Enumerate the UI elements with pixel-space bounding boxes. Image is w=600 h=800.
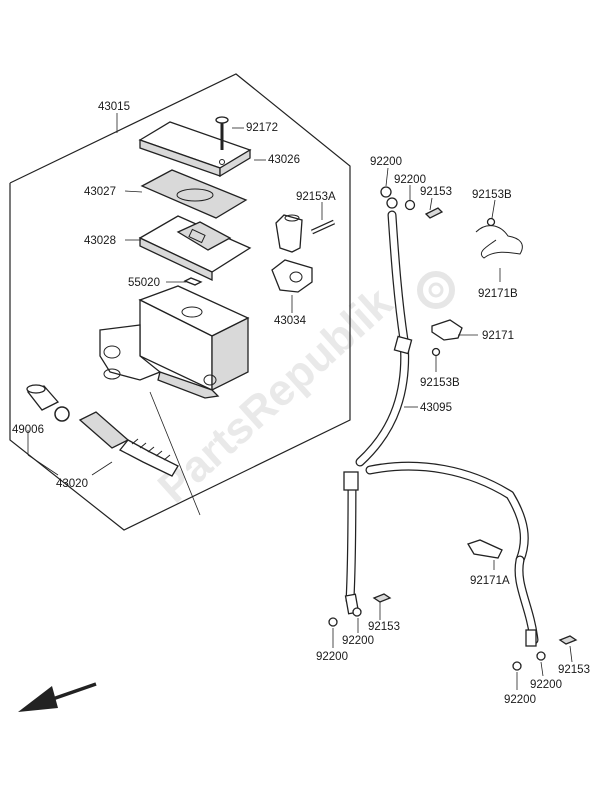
label-92171B: 92171B [478,288,518,300]
label-92200-b: 92200 [394,174,426,186]
label-92200-f: 92200 [504,694,536,706]
part-55020 [183,277,203,286]
label-92153B-b: 92153B [420,377,460,389]
label-92153-b: 92153 [368,621,400,633]
leader-lines-left [27,113,323,516]
assembly-box-outline [9,73,351,531]
label-43026: 43026 [268,154,300,166]
label-55020: 55020 [128,277,160,289]
label-92153A: 92153A [296,191,336,203]
label-92172: 92172 [246,122,278,134]
brake-hose-upper [355,197,413,467]
piston-assembly [26,384,179,477]
label-92200-d: 92200 [316,651,348,663]
label-43095: 43095 [420,402,452,414]
label-43020: 43020 [56,478,88,490]
label-43034: 43034 [274,315,307,327]
label-49006: 49006 [12,424,44,436]
screw-92172 [215,116,229,150]
label-92153-c: 92153 [558,664,590,676]
clamp-43034 [271,214,336,293]
label-92200-a: 92200 [370,156,402,168]
label-92171: 92171 [482,330,514,342]
label-43027: 43027 [84,186,116,198]
label-92200-e: 92200 [530,679,562,691]
brake-hose-lower [343,461,539,647]
master-cylinder-body [99,285,250,399]
diaphragm [138,215,252,282]
part-labels: 43015 92172 43026 43027 92153A 43028 550… [12,101,590,706]
label-92200-c: 92200 [342,635,374,647]
label-92153B-a: 92153B [472,189,512,201]
leader-lines-right [332,167,573,690]
reservoir-cap [138,121,252,178]
front-direction-arrow-icon [18,682,97,712]
gear-icon [417,271,455,309]
label-92153-a: 92153 [420,186,452,198]
label-43028: 43028 [84,235,116,247]
label-43015: 43015 [98,101,130,113]
hardware-right [328,186,578,671]
label-92171A: 92171A [470,575,510,587]
diaphragm-plate [140,169,248,219]
